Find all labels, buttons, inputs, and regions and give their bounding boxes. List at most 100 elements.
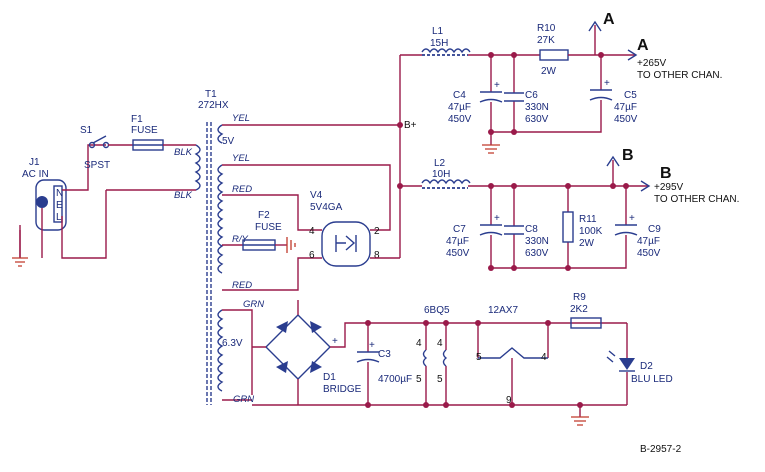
- ground-symbol: [571, 416, 589, 426]
- t1-value: 272HX: [198, 100, 229, 111]
- v4-pin4: 4: [309, 226, 315, 237]
- svg-text:+: +: [494, 213, 500, 224]
- s1-value: SPST: [84, 160, 110, 171]
- c5-capacitor: [589, 89, 613, 101]
- svg-text:+: +: [369, 340, 375, 351]
- c5-ref: C5: [624, 90, 637, 101]
- s1-switch: [88, 135, 110, 149]
- c7-value: 47µF: [446, 236, 469, 247]
- c7-voltage: 450V: [446, 248, 470, 259]
- 6bq5-pin5a: 5: [416, 374, 422, 385]
- r9-value: 2K2: [570, 304, 588, 315]
- d1-ref: D1: [323, 372, 336, 383]
- b-label-top: B: [622, 147, 634, 164]
- c5-voltage: 450V: [614, 114, 638, 125]
- c3-ref: C3: [378, 349, 391, 360]
- j1-ref: J1: [29, 157, 40, 168]
- 6bq5-pin5b: 5: [437, 374, 443, 385]
- d1-bridge-rectifier: [265, 314, 331, 380]
- wire-red-1: RED: [232, 184, 252, 195]
- 12ax7-label: 12AX7: [488, 305, 518, 316]
- svg-text:+: +: [629, 213, 635, 224]
- bplus-label: B+: [404, 120, 417, 131]
- b-note-dest: TO OTHER CHAN.: [654, 194, 739, 205]
- svg-text:+: +: [604, 78, 610, 89]
- wire-63v: 6.3V: [222, 338, 243, 349]
- ground-symbol: [482, 144, 500, 154]
- 6bq5-pin4a: 4: [416, 338, 422, 349]
- svg-text:L: L: [56, 212, 62, 223]
- c4-value: 47µF: [448, 102, 471, 113]
- d2-led: [606, 350, 635, 372]
- b-note-voltage: +295V: [654, 182, 684, 193]
- v4-pin6: 6: [309, 250, 315, 261]
- r11-watt: 2W: [579, 238, 595, 249]
- f2-value: FUSE: [255, 222, 282, 233]
- wire-red-2: RED: [232, 280, 252, 291]
- svg-text:E: E: [56, 200, 63, 211]
- c7-capacitor: [479, 224, 503, 236]
- c3-value: 4700µF: [378, 374, 412, 385]
- v4-value: 5V4GA: [310, 202, 343, 213]
- 6bq5-pin4b: 4: [437, 338, 443, 349]
- b-label-arrow: B: [660, 165, 672, 182]
- c5-value: 47µF: [614, 102, 637, 113]
- j1-ac-inlet: N E L: [35, 179, 67, 231]
- c8-capacitor: [504, 225, 524, 235]
- ground-symbol: [12, 225, 28, 267]
- l2-value: 10H: [432, 169, 450, 180]
- f1-value: FUSE: [131, 125, 158, 136]
- drawing-number: B-2957-2: [640, 444, 682, 455]
- svg-text:+: +: [332, 336, 338, 347]
- c9-value: 47µF: [637, 236, 660, 247]
- c8-value: 330N: [525, 236, 549, 247]
- v4-pin2: 2: [374, 226, 380, 237]
- t1-ref: T1: [205, 89, 217, 100]
- c7-ref: C7: [453, 224, 466, 235]
- c6-value: 330N: [525, 102, 549, 113]
- wire-yel-2: YEL: [232, 153, 250, 164]
- d2-value: BLU LED: [631, 374, 673, 385]
- t1-transformer: [194, 122, 224, 405]
- svg-text:+: +: [494, 80, 500, 91]
- v4-pin8: 8: [374, 250, 380, 261]
- r9-resistor: [570, 317, 602, 329]
- c3-capacitor: [356, 351, 380, 363]
- c4-ref: C4: [453, 90, 466, 101]
- l1-value: 15H: [430, 38, 448, 49]
- r9-ref: R9: [573, 292, 586, 303]
- r10-resistor: [539, 49, 569, 61]
- d2-ref: D2: [640, 361, 653, 372]
- wire-grn-1: GRN: [243, 299, 264, 310]
- c4-capacitor: [479, 91, 503, 103]
- wire-blk-1: BLK: [174, 147, 193, 158]
- f1-ref: F1: [131, 114, 143, 125]
- l2-ref: L2: [434, 158, 446, 169]
- c9-ref: C9: [648, 224, 661, 235]
- 12ax7-pin5: 5: [476, 352, 482, 363]
- wire-5v: 5V: [222, 136, 235, 147]
- a-note-dest: TO OTHER CHAN.: [637, 70, 722, 81]
- v4-ref: V4: [310, 190, 323, 201]
- a-label-top: A: [603, 11, 615, 28]
- wire-yel-1: YEL: [232, 113, 250, 124]
- svg-text:N: N: [56, 188, 63, 199]
- 6bq5-label: 6BQ5: [424, 305, 450, 316]
- c6-ref: C6: [525, 90, 538, 101]
- 12ax7-pin4: 4: [541, 352, 547, 363]
- 12ax7-pin9: 9: [506, 395, 512, 406]
- wire-ry: R/Y: [232, 234, 249, 245]
- d1-value: BRIDGE: [323, 384, 362, 395]
- a-note-voltage: +265V: [637, 58, 667, 69]
- l2-choke: [421, 179, 471, 185]
- c8-voltage: 630V: [525, 248, 549, 259]
- c6-voltage: 630V: [525, 114, 549, 125]
- r10-watt: 2W: [541, 66, 557, 77]
- wire-blk-2: BLK: [174, 190, 193, 201]
- v4-rectifier-tube: [321, 221, 371, 267]
- a-label-arrow: A: [637, 37, 649, 54]
- c6-capacitor: [504, 92, 524, 102]
- j1-value: AC IN: [22, 169, 49, 180]
- s1-ref: S1: [80, 125, 93, 136]
